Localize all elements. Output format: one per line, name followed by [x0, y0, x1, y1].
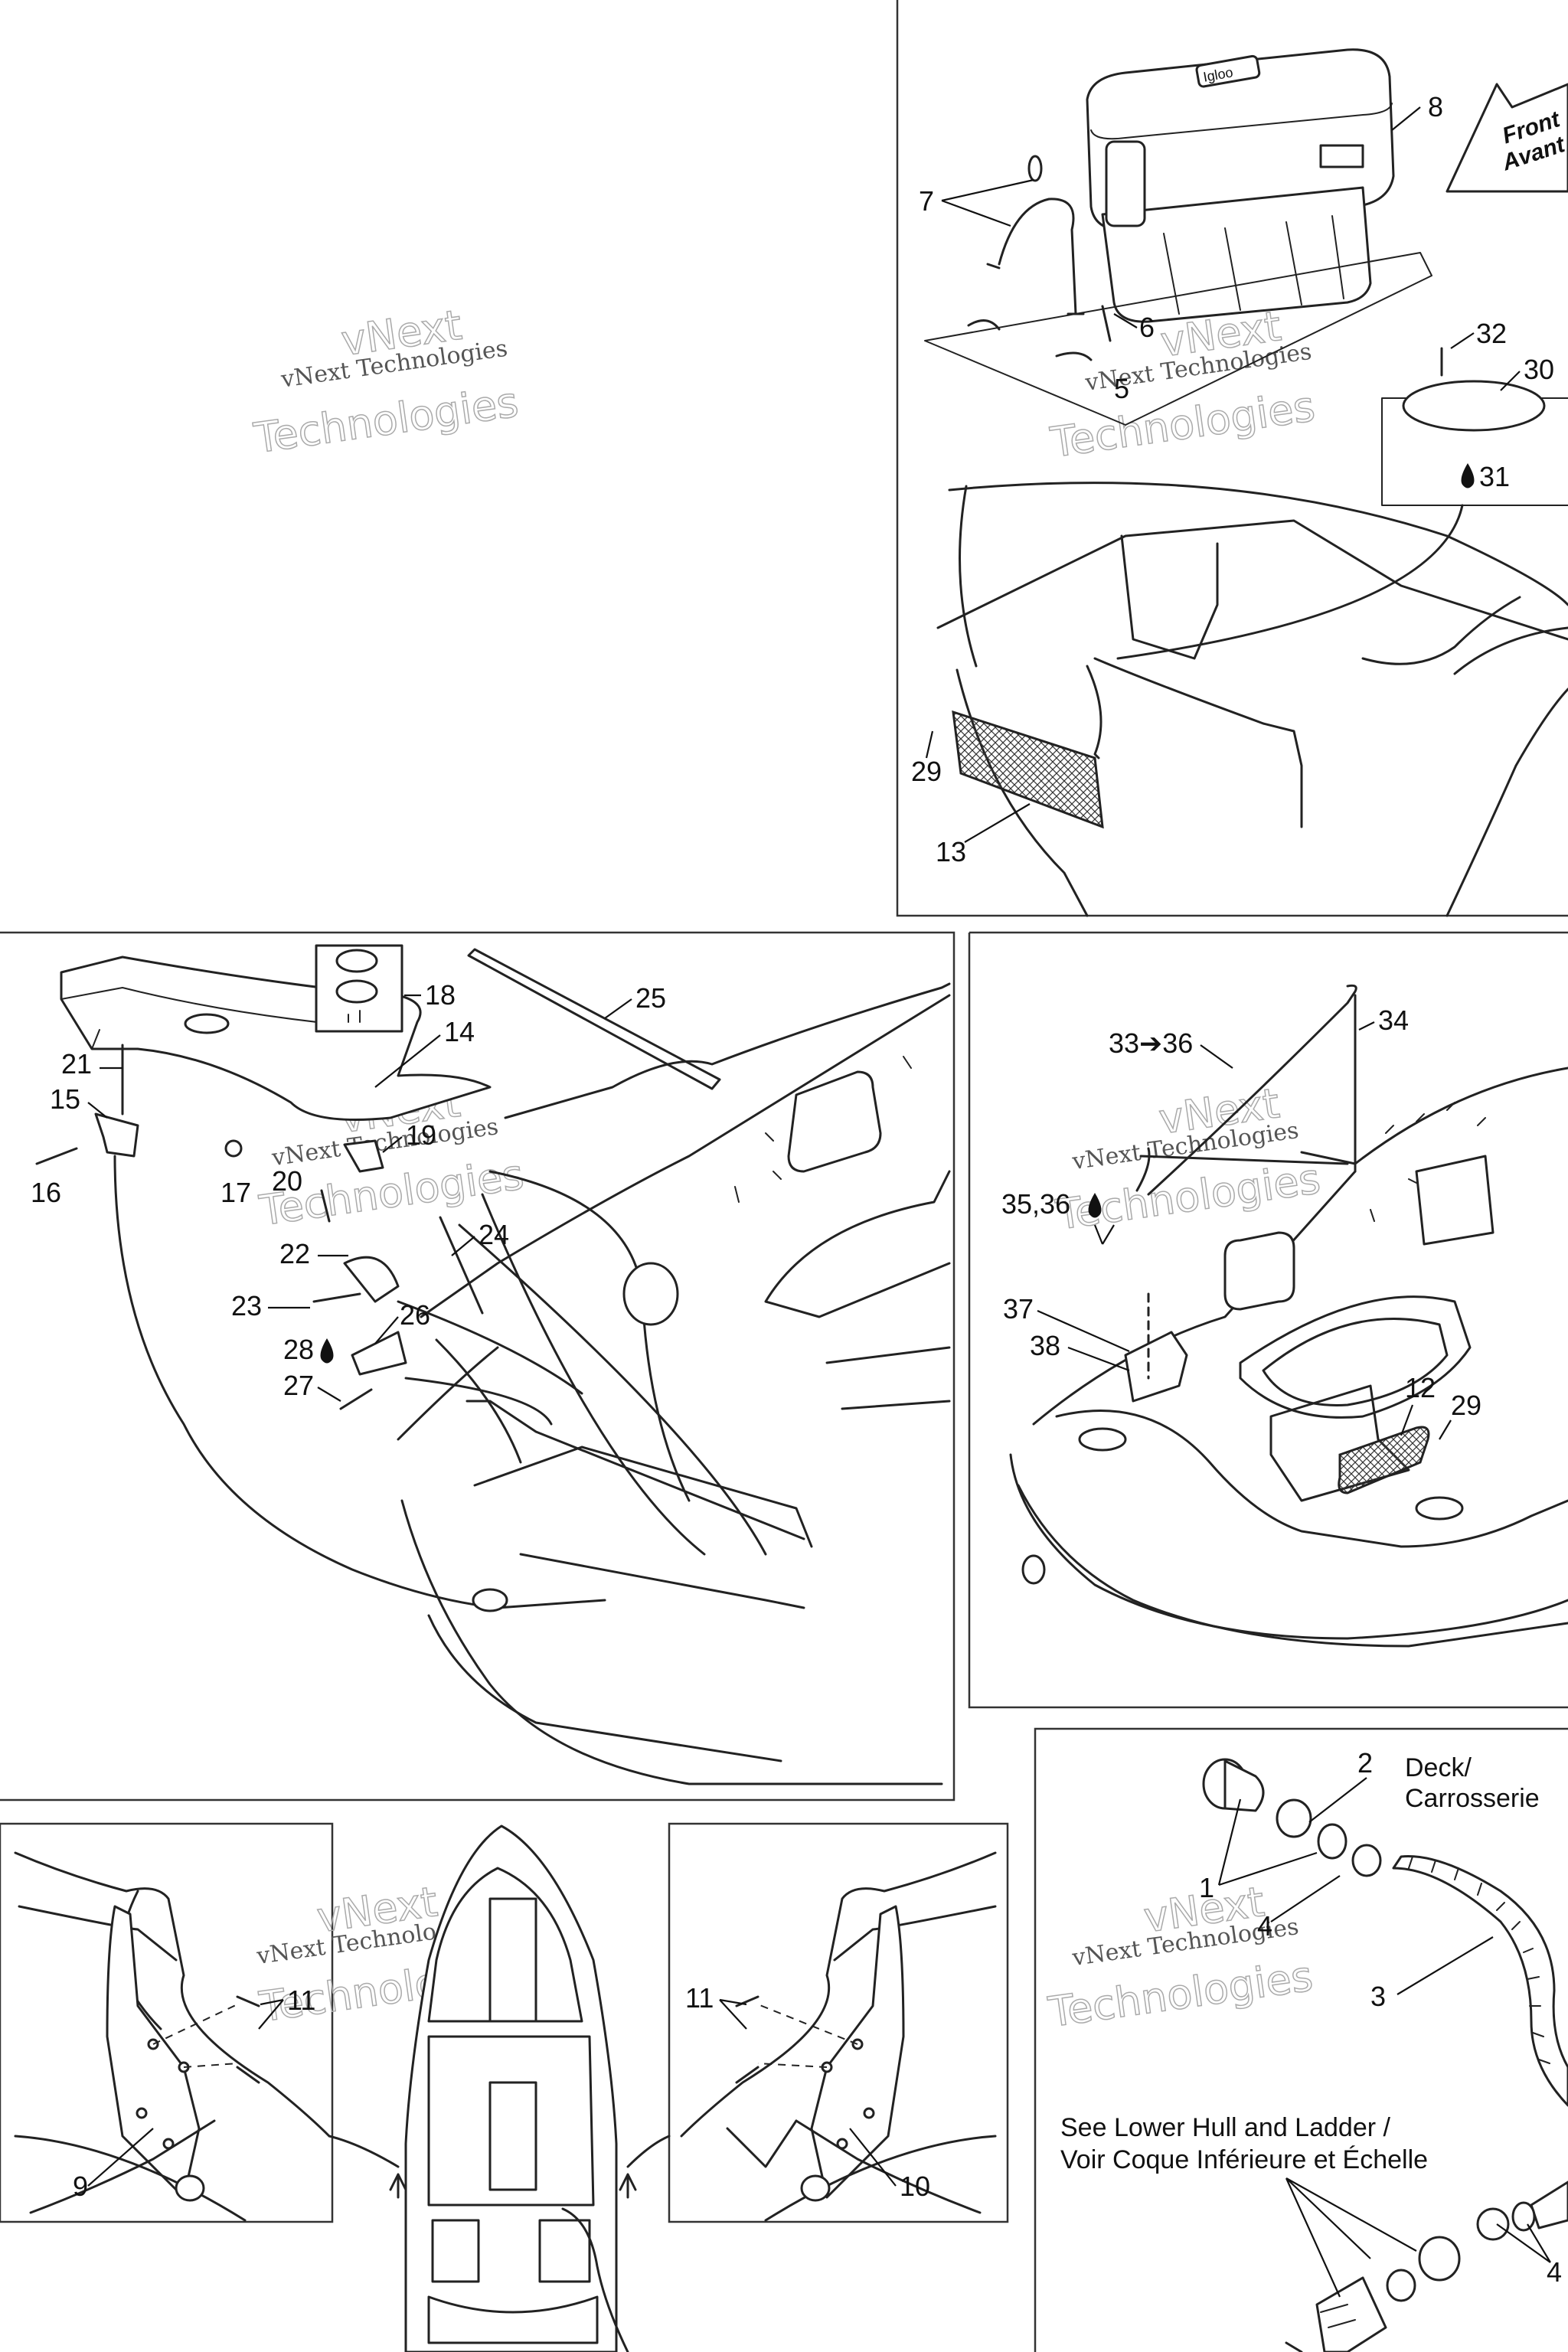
- rear-mesh-panel: [952, 710, 1104, 829]
- front-arrow: Front Avant: [1446, 83, 1568, 193]
- drop-icon: [1461, 463, 1475, 488]
- callout: 17: [220, 1177, 251, 1208]
- panel-cooler: Igloo Front Avant: [924, 48, 1568, 917]
- callout: 12: [1405, 1372, 1436, 1403]
- callout: 29: [1451, 1390, 1481, 1421]
- callouts-top-right: 8 7 6 5 32 30 31 29 13: [911, 91, 1554, 867]
- callout: 29: [911, 756, 942, 787]
- rear-mount-plate: [1124, 1331, 1188, 1403]
- callout: 3: [1370, 1981, 1386, 2012]
- callout: 14: [444, 1016, 475, 1047]
- note-line1: See Lower Hull and Ladder /: [1060, 2113, 1390, 2142]
- callout: 4: [1257, 1910, 1272, 1942]
- deck-label-line2: Carrosserie: [1405, 1784, 1540, 1813]
- trim-strip: [467, 948, 721, 1090]
- callout: 4: [1547, 2256, 1562, 2288]
- panel-boat-top-view: [328, 1824, 671, 2352]
- callout: 30: [1524, 354, 1554, 385]
- drop-icon: [320, 1338, 334, 1364]
- callout: 13: [936, 836, 966, 867]
- callouts-bottom-right: 2 Deck/ Carrosserie 1 4 3 See Lower Hull…: [1060, 1747, 1562, 2298]
- callout: 27: [283, 1370, 314, 1401]
- callout: 26: [400, 1299, 430, 1331]
- callout: 24: [479, 1219, 509, 1250]
- callout: 2: [1357, 1747, 1373, 1779]
- callout: 33➔36: [1109, 1027, 1193, 1059]
- callout: 11: [287, 1984, 315, 2016]
- callout: 1: [1199, 1872, 1214, 1903]
- callout: 31: [1479, 461, 1510, 492]
- deck-recess: [787, 1070, 882, 1173]
- glovebox-lid: [1223, 1231, 1295, 1311]
- panel-deck-drain: [1202, 1758, 1568, 2352]
- watermarks: vNext vNext Technologies Technologies vN…: [250, 300, 1324, 2037]
- panel-front-storage: [1009, 984, 1568, 1648]
- callouts-middle-left: 18 14 25 21 15 16 17 19 20 22 24 23 26 2…: [31, 979, 666, 1402]
- callouts-bottom-center: 11 10: [685, 1982, 930, 2202]
- hinge-bracket: [94, 1112, 139, 1158]
- panel-left-footwell: [14, 1851, 331, 2222]
- drain-hose: [1392, 1855, 1568, 2107]
- strap-handle: [998, 198, 1077, 315]
- callout: 16: [31, 1177, 61, 1208]
- callout: 32: [1476, 318, 1507, 349]
- callout: 28: [283, 1334, 314, 1365]
- callout: 18: [425, 979, 456, 1011]
- callout: 8: [1428, 91, 1443, 122]
- cooler-illustration: Igloo: [1086, 48, 1395, 323]
- callout: 5: [1114, 373, 1129, 404]
- callout: 11: [685, 1982, 714, 2014]
- drain-plate: [1402, 380, 1546, 432]
- deck-hatch: [622, 1262, 679, 1326]
- callout: 38: [1030, 1330, 1060, 1361]
- watermark-top-right: vNext vNext Technologies Technologies: [1047, 301, 1318, 467]
- callout: 34: [1378, 1004, 1409, 1036]
- clip: [1027, 155, 1043, 182]
- callout: 21: [61, 1048, 92, 1080]
- callout: 9: [73, 2171, 88, 2202]
- callout: 20: [272, 1165, 302, 1197]
- deck-label-line1: Deck/: [1405, 1753, 1472, 1782]
- callout: 6: [1139, 312, 1155, 343]
- callout: 23: [231, 1290, 262, 1321]
- shim: [351, 1331, 407, 1376]
- callout: 35,36: [1001, 1188, 1070, 1220]
- note-line2: Voir Coque Inférieure et Échelle: [1060, 2145, 1428, 2174]
- watermark-bottom-right: vNext vNext Technologies Technologies: [1044, 1877, 1316, 2037]
- hinge-plate: [343, 1256, 400, 1303]
- front-mesh-panel: [1338, 1426, 1430, 1494]
- callout: 22: [279, 1238, 310, 1269]
- panel-right-footwell: [680, 1851, 997, 2222]
- callouts-middle-right: 33➔36 34 35,36 37 38 12 29: [1001, 1004, 1481, 1440]
- callout: 15: [50, 1083, 80, 1115]
- callout: 7: [919, 185, 934, 217]
- drop-icon: [1088, 1193, 1102, 1218]
- watermark-top-left: vNext vNext Technologies Technologies: [250, 300, 522, 463]
- callouts-bottom-left: 11 9: [73, 1984, 315, 2202]
- callout: 25: [635, 982, 666, 1014]
- panel-storage-cover: [35, 944, 951, 1785]
- callout: 19: [406, 1119, 436, 1151]
- callout: 37: [1003, 1293, 1034, 1325]
- callout: 10: [900, 2171, 930, 2202]
